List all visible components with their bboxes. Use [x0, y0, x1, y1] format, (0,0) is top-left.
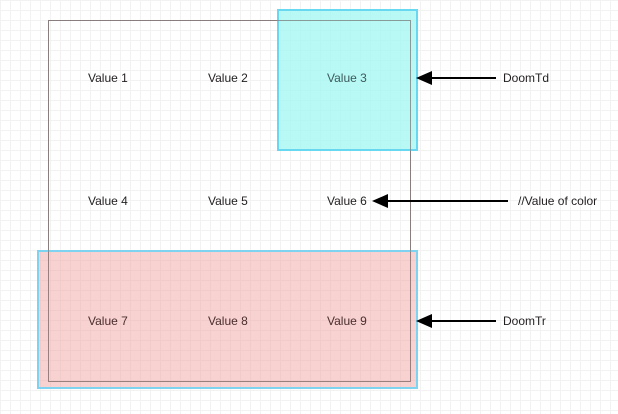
table-cell-label: Value 8 [208, 314, 248, 328]
row-highlight-pink[interactable] [37, 250, 418, 389]
table-cell-label: Value 5 [208, 194, 248, 208]
arrow-to-row-3-icon [414, 309, 498, 333]
table-cell-label: Value 7 [88, 314, 128, 328]
table-cell-label: Value 2 [208, 71, 248, 85]
table-cell-label: Value 6 [327, 194, 367, 208]
table-cell-label: Value 4 [88, 194, 128, 208]
table-cell-label: Value 1 [88, 71, 128, 85]
annotation-label-doomtr: DoomTr [503, 314, 546, 328]
column-highlight-cyan[interactable] [277, 9, 418, 151]
arrow-to-cell-3-icon [414, 66, 498, 90]
annotation-label-value-of-color: //Value of color [518, 194, 598, 208]
table-cell-label: Value 3 [327, 71, 367, 85]
table-cell-label: Value 9 [327, 314, 367, 328]
annotation-label-doomtd: DoomTd [503, 71, 550, 85]
